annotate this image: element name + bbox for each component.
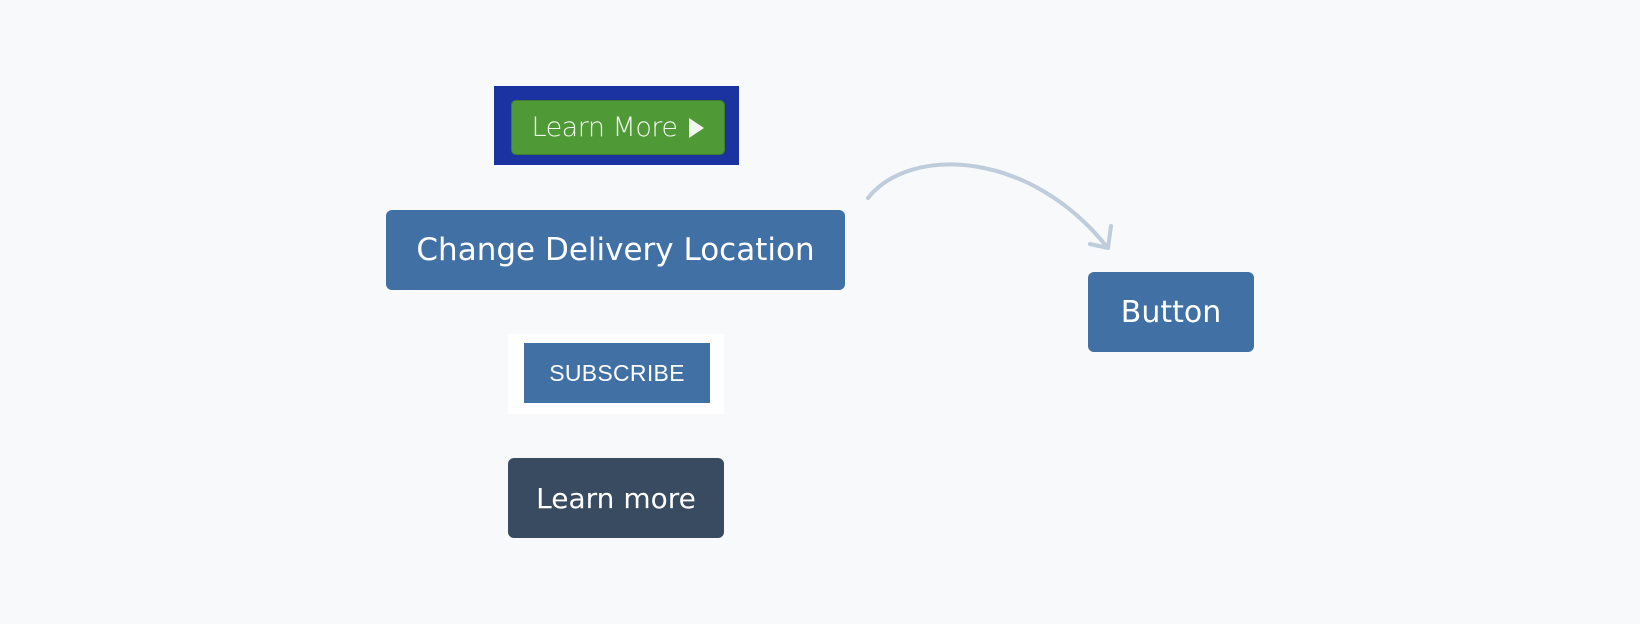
subscribe-label: SUBSCRIBE xyxy=(549,359,685,386)
learn-more-green-button[interactable]: Learn More xyxy=(511,100,725,155)
subscribe-container: SUBSCRIBE xyxy=(508,334,724,414)
change-delivery-location-button[interactable]: Change Delivery Location xyxy=(386,210,845,290)
learn-more-banner: Learn More xyxy=(494,86,739,165)
curved-arrow-icon xyxy=(866,162,1113,250)
subscribe-button[interactable]: SUBSCRIBE xyxy=(524,343,710,403)
generic-button[interactable]: Button xyxy=(1088,272,1254,352)
learn-more-green-label: Learn More xyxy=(531,112,678,143)
learn-more-dark-button[interactable]: Learn more xyxy=(508,458,724,538)
change-delivery-location-label: Change Delivery Location xyxy=(416,232,815,268)
learn-more-dark-label: Learn more xyxy=(536,481,696,515)
generic-button-label: Button xyxy=(1120,294,1222,330)
play-icon xyxy=(689,117,705,138)
